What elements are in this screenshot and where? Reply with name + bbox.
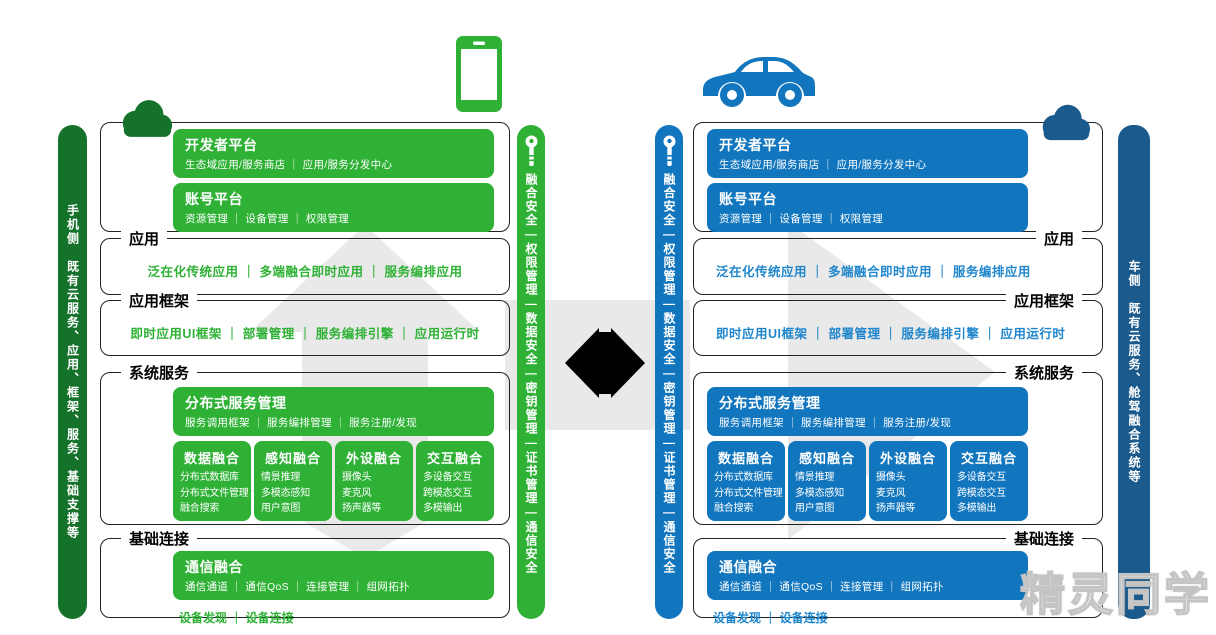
communication-fusion-items: 通信通道 ｜ 通信QoS ｜ 连接管理 ｜ 组网拓扑 xyxy=(185,581,410,593)
perception-fusion-lines: 情景推理 多模态感知 用户意图 xyxy=(261,472,310,514)
communication-fusion-title: 通信融合 xyxy=(719,559,777,575)
security-bar-car: 融合安全—权限管理—数据安全—密钥管理—证书管理—通信安全 xyxy=(655,125,683,619)
data-fusion-card: 数据融合 分布式数据库 分布式文件管理 融合搜索 xyxy=(707,441,785,521)
data-fusion-lines: 分布式数据库 分布式文件管理 融合搜索 xyxy=(714,472,783,514)
account-platform-items: 资源管理 ｜ 设备管理 ｜ 权限管理 xyxy=(719,213,884,225)
system-services-section-label: 系统服务 xyxy=(1005,362,1082,383)
perception-fusion-title: 感知融合 xyxy=(264,451,321,466)
developer-platform-title: 开发者平台 xyxy=(719,137,792,153)
car-side-bar: 车侧 既有云服务、舱驾融合系统等 xyxy=(1118,125,1150,619)
perception-fusion-title: 感知融合 xyxy=(798,451,855,466)
car-stack-panel: 开发者平台 生态域应用/服务商店 ｜ 应用/服务分发中心 账号平台 资源管理 ｜… xyxy=(693,122,1103,625)
system-services-section: 系统服务 分布式服务管理 服务调用框架 ｜ 服务编排管理 ｜ 服务注册/发现 数… xyxy=(693,362,1103,525)
perception-fusion-card: 感知融合 情景推理 多模态感知 用户意图 xyxy=(788,441,866,521)
peripheral-fusion-lines: 摄像头 麦克风 扬声器等 xyxy=(876,472,916,514)
developer-platform-card: 开发者平台 生态域应用/服务商店 ｜ 应用/服务分发中心 xyxy=(173,129,494,178)
phone-side-label: 手机侧 既有云服务、应用、框架、服务、基础支撑等 xyxy=(65,204,80,540)
security-bar-phone: 融合安全—权限管理—数据安全—密钥管理—证书管理—通信安全 xyxy=(517,125,545,619)
key-icon xyxy=(663,135,675,166)
watermark: 精灵同学 xyxy=(1019,568,1212,621)
basic-connectivity-section-label: 基础连接 xyxy=(121,528,198,549)
basic-connectivity-section-label: 基础连接 xyxy=(1005,528,1082,549)
device-discovery-items: 设备发现 ｜ 设备连接 xyxy=(179,611,294,625)
account-platform-items: 资源管理 ｜ 设备管理 ｜ 权限管理 xyxy=(185,213,350,225)
app-framework-items: 即时应用UI框架 ｜ 部署管理 ｜ 服务编排引擎 ｜ 应用运行时 xyxy=(130,327,480,341)
distributed-service-items: 服务调用框架 ｜ 服务编排管理 ｜ 服务注册/发现 xyxy=(719,417,952,429)
account-platform-title: 账号平台 xyxy=(719,191,777,207)
data-fusion-lines: 分布式数据库 分布式文件管理 融合搜索 xyxy=(180,472,249,514)
security-bar-label: 融合安全—权限管理—数据安全—密钥管理—证书管理—通信安全 xyxy=(524,173,538,575)
basic-connectivity-section: 基础连接 通信融合 通信通道 ｜ 通信QoS ｜ 连接管理 ｜ 组网拓扑 设备发… xyxy=(693,528,1103,625)
phone-stack-panel: 开发者平台 生态域应用/服务商店 ｜ 应用/服务分发中心 账号平台 资源管理 ｜… xyxy=(100,122,510,625)
security-bar-label: 融合安全—权限管理—数据安全—密钥管理—证书管理—通信安全 xyxy=(662,173,676,575)
developer-platform-card: 开发者平台 生态域应用/服务商店 ｜ 应用/服务分发中心 xyxy=(707,129,1028,178)
app-framework-section-label: 应用框架 xyxy=(121,290,198,311)
peripheral-fusion-card: 外设融合 摄像头 麦克风 扬声器等 xyxy=(335,441,413,521)
interaction-fusion-title: 交互融合 xyxy=(960,451,1017,466)
system-services-section: 系统服务 分布式服务管理 服务调用框架 ｜ 服务编排管理 ｜ 服务注册/发现 数… xyxy=(100,362,510,525)
interaction-fusion-lines: 多设备交互 跨模态交互 多模输出 xyxy=(423,472,472,514)
system-services-section-label: 系统服务 xyxy=(121,362,198,383)
communication-fusion-title: 通信融合 xyxy=(185,559,243,575)
app-framework-section: 应用框架 即时应用UI框架 ｜ 部署管理 ｜ 服务编排引擎 ｜ 应用运行时 xyxy=(100,290,510,356)
app-framework-section-label: 应用框架 xyxy=(1005,290,1082,311)
fusion-cells: 数据融合 分布式数据库 分布式文件管理 融合搜索 感知融合 情景推理 多模态感知… xyxy=(707,441,1028,521)
data-fusion-card: 数据融合 分布式数据库 分布式文件管理 融合搜索 xyxy=(173,441,251,521)
app-items: 泛在化传统应用 ｜ 多端融合即时应用 ｜ 服务编排应用 xyxy=(147,265,463,279)
account-platform-card: 账号平台 资源管理 ｜ 设备管理 ｜ 权限管理 xyxy=(707,183,1028,232)
phone-side-bar: 手机侧 既有云服务、应用、框架、服务、基础支撑等 xyxy=(58,125,87,619)
data-fusion-title: 数据融合 xyxy=(183,451,240,466)
data-fusion-title: 数据融合 xyxy=(717,451,774,466)
account-platform-title: 账号平台 xyxy=(185,191,243,207)
device-discovery-items: 设备发现 ｜ 设备连接 xyxy=(713,611,828,625)
app-section-label: 应用 xyxy=(1035,228,1082,249)
phone-icon xyxy=(456,36,502,112)
perception-fusion-card: 感知融合 情景推理 多模态感知 用户意图 xyxy=(254,441,332,521)
fusion-cells: 数据融合 分布式数据库 分布式文件管理 融合搜索 感知融合 情景推理 多模态感知… xyxy=(173,441,494,521)
car-side-label: 车侧 既有云服务、舱驾融合系统等 xyxy=(1127,260,1141,484)
account-platform-card: 账号平台 资源管理 ｜ 设备管理 ｜ 权限管理 xyxy=(173,183,494,232)
key-icon xyxy=(525,135,537,166)
communication-fusion-items: 通信通道 ｜ 通信QoS ｜ 连接管理 ｜ 组网拓扑 xyxy=(719,581,944,593)
interaction-fusion-title: 交互融合 xyxy=(426,451,483,466)
interaction-fusion-lines: 多设备交互 跨模态交互 多模输出 xyxy=(957,472,1006,514)
distributed-service-title: 分布式服务管理 xyxy=(185,395,287,411)
app-section-label: 应用 xyxy=(121,228,168,249)
distributed-service-title: 分布式服务管理 xyxy=(719,395,821,411)
cloud-icon xyxy=(1036,102,1094,141)
app-items: 泛在化传统应用 ｜ 多端融合即时应用 ｜ 服务编排应用 xyxy=(716,265,1031,279)
peripheral-fusion-lines: 摄像头 麦克风 扬声器等 xyxy=(342,472,382,514)
developer-platform-items: 生态域应用/服务商店 ｜ 应用/服务分发中心 xyxy=(185,159,393,171)
app-framework-section: 应用框架 即时应用UI框架 ｜ 部署管理 ｜ 服务编排引擎 ｜ 应用运行时 xyxy=(693,290,1103,356)
interaction-fusion-card: 交互融合 多设备交互 跨模态交互 多模输出 xyxy=(416,441,494,521)
communication-fusion-card: 通信融合 通信通道 ｜ 通信QoS ｜ 连接管理 ｜ 组网拓扑 xyxy=(173,551,494,600)
distributed-service-items: 服务调用框架 ｜ 服务编排管理 ｜ 服务注册/发现 xyxy=(185,417,418,429)
distributed-service-card: 分布式服务管理 服务调用框架 ｜ 服务编排管理 ｜ 服务注册/发现 xyxy=(707,387,1028,436)
perception-fusion-lines: 情景推理 多模态感知 用户意图 xyxy=(795,472,844,514)
peripheral-fusion-card: 外设融合 摄像头 麦克风 扬声器等 xyxy=(869,441,947,521)
peripheral-fusion-title: 外设融合 xyxy=(879,451,936,466)
app-section: 应用 泛在化传统应用 ｜ 多端融合即时应用 ｜ 服务编排应用 xyxy=(693,228,1103,295)
basic-connectivity-section: 基础连接 通信融合 通信通道 ｜ 通信QoS ｜ 连接管理 ｜ 组网拓扑 设备发… xyxy=(100,528,510,625)
car-icon xyxy=(697,50,817,107)
bidirectional-arrow-icon xyxy=(565,326,645,400)
distributed-service-card: 分布式服务管理 服务调用框架 ｜ 服务编排管理 ｜ 服务注册/发现 xyxy=(173,387,494,436)
peripheral-fusion-title: 外设融合 xyxy=(345,451,402,466)
communication-fusion-card: 通信融合 通信通道 ｜ 通信QoS ｜ 连接管理 ｜ 组网拓扑 xyxy=(707,551,1028,600)
app-section: 应用 泛在化传统应用 ｜ 多端融合即时应用 ｜ 服务编排应用 xyxy=(100,228,510,295)
app-framework-items: 即时应用UI框架 ｜ 部署管理 ｜ 服务编排引擎 ｜ 应用运行时 xyxy=(716,327,1066,341)
developer-platform-items: 生态域应用/服务商店 ｜ 应用/服务分发中心 xyxy=(719,159,927,171)
cloud-icon xyxy=(117,97,175,138)
platform-section: 开发者平台 生态域应用/服务商店 ｜ 应用/服务分发中心 账号平台 资源管理 ｜… xyxy=(693,122,1103,232)
interaction-fusion-card: 交互融合 多设备交互 跨模态交互 多模输出 xyxy=(950,441,1028,521)
developer-platform-title: 开发者平台 xyxy=(185,137,258,153)
platform-section: 开发者平台 生态域应用/服务商店 ｜ 应用/服务分发中心 账号平台 资源管理 ｜… xyxy=(100,122,510,232)
